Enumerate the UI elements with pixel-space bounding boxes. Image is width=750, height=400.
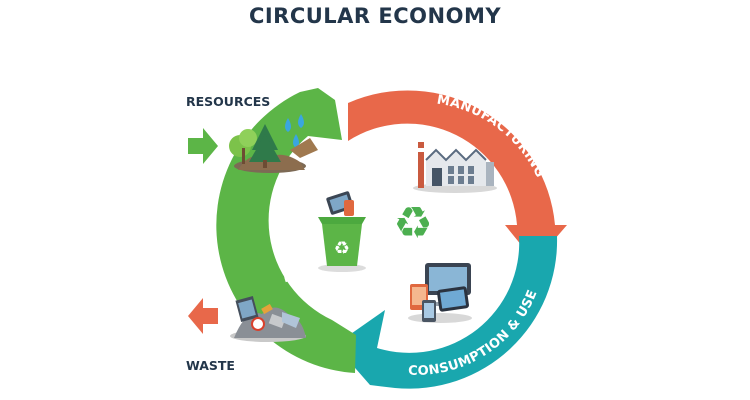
resources-label: RESOURCES <box>186 94 271 109</box>
resources-illustration <box>229 114 318 173</box>
devices-icon <box>408 263 472 323</box>
factory-icon <box>413 142 497 193</box>
consumption-arc <box>335 236 558 389</box>
recycle-symbol-icon: ♻ <box>393 198 432 249</box>
recycling-label: RECYCLING <box>277 195 299 284</box>
waste-label: WASTE <box>186 358 235 373</box>
recycling-bin-icon: ♻ <box>318 191 366 272</box>
diagram-title: CIRCULAR ECONOMY <box>248 4 502 28</box>
bin-recycle-icon: ♻ <box>334 238 350 259</box>
resources-arrow-icon <box>188 128 218 164</box>
waste-arrow-icon <box>188 298 218 334</box>
waste-pile-icon <box>230 296 306 342</box>
